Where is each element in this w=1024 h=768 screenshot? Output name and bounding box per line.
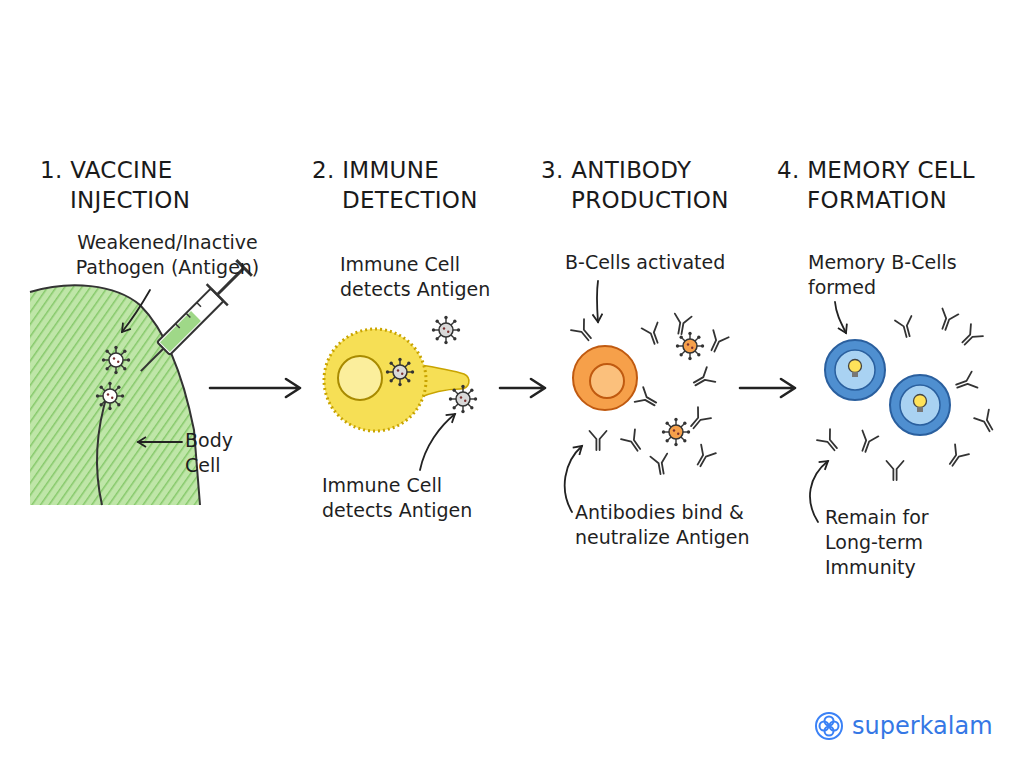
memory-cell-nucleus <box>900 385 940 425</box>
b-cell-nucleus <box>590 364 624 398</box>
antigen-virus <box>449 385 477 413</box>
antibody <box>642 323 664 347</box>
antibody <box>621 429 646 454</box>
stage-heading: 2. IMMUNE DETECTION <box>312 155 502 215</box>
syringe-tick <box>175 324 179 328</box>
immune-cell <box>324 329 469 431</box>
antibody-group <box>817 309 998 480</box>
memory-cell-body <box>825 340 885 400</box>
antibody-group <box>571 314 729 476</box>
annotation-text: B-Cells activated <box>565 250 755 275</box>
light-bulb <box>849 360 862 373</box>
light-bulb-base <box>852 372 858 377</box>
antibody <box>817 429 842 454</box>
leader-arrow <box>835 302 846 333</box>
stage-arrow <box>210 379 300 397</box>
stage-panel: 2. IMMUNE DETECTION Immune Cell detects A… <box>300 150 500 620</box>
annotation-text: Body Cell <box>185 428 247 478</box>
antibody <box>686 407 711 432</box>
annotation-text: Remain for Long-term Immunity <box>825 505 960 580</box>
immune-cell-body <box>324 329 426 431</box>
antibody <box>672 314 692 336</box>
annotation-text: Antibodies bind & neutralize Antigen <box>575 500 753 550</box>
annotation-text: Memory B-Cells formed <box>808 250 993 300</box>
watermark-logo <box>816 713 842 739</box>
antigen-virus <box>102 346 130 374</box>
antibody <box>936 309 958 333</box>
antibody <box>954 372 978 394</box>
watermark-text: superkalam <box>852 711 993 741</box>
antibody <box>887 461 904 480</box>
stage-heading: 1. VACCINE INJECTION <box>40 155 218 215</box>
arm-outline <box>30 285 200 505</box>
annotation-text: Immune Cell detects Antigen <box>322 473 494 523</box>
light-bulb-base <box>917 407 923 412</box>
antibody <box>650 454 670 476</box>
syringe-liquid <box>160 311 201 352</box>
armpit-line <box>97 392 108 505</box>
arm-fill <box>30 285 200 505</box>
stage-panel: 4. MEMORY CELL FORMATIONMemory B-Cells f… <box>795 150 1010 620</box>
antibody <box>571 319 596 344</box>
annotation-text: Immune Cell detects Antigen <box>340 252 505 302</box>
stage-panel: 3. ANTIBODY PRODUCTIONB-Cells activatedA… <box>545 150 740 620</box>
antibody <box>590 431 607 450</box>
logo-petal <box>820 722 829 731</box>
antibody <box>856 431 878 455</box>
antigen-virus <box>386 358 414 386</box>
stage-heading: 3. ANTIBODY PRODUCTION <box>541 155 736 215</box>
stage-heading: 4. MEMORY CELL FORMATION <box>777 155 1017 215</box>
antibody <box>958 324 983 349</box>
antibody <box>705 330 728 354</box>
antibody <box>944 444 969 469</box>
annotation-text: Weakened/Inactive Pathogen (Antigen) <box>60 230 275 280</box>
immune-cell-nucleus <box>338 356 382 400</box>
antibody <box>690 367 715 391</box>
antigen-virus <box>432 316 460 344</box>
stage-panel: 1. VACCINE INJECTIONWeakened/Inactive Pa… <box>25 150 210 620</box>
b-cell-body <box>573 346 637 410</box>
leader-arrows <box>122 281 846 522</box>
syringe-tick <box>186 313 190 317</box>
syringe-barrel <box>157 288 223 354</box>
antibody <box>692 445 716 470</box>
leader-arrow <box>597 281 598 322</box>
memory-cell <box>890 375 950 435</box>
light-bulb <box>914 395 927 408</box>
memory-cell-nucleus <box>835 350 875 390</box>
antigen-virus <box>676 332 704 360</box>
logo-ring <box>816 713 842 739</box>
antibody <box>974 410 998 435</box>
syringe-tick <box>197 303 201 307</box>
memory-cell <box>825 340 885 400</box>
antibody <box>635 387 660 411</box>
b-cell <box>573 346 637 410</box>
arm-illustration <box>30 285 200 505</box>
leader-arrow <box>138 441 182 443</box>
syringe-needle <box>141 349 164 372</box>
leader-arrow <box>420 414 455 470</box>
antigen-virus <box>662 418 690 446</box>
stage-arrow <box>500 379 545 397</box>
antibody <box>895 316 916 339</box>
memory-cell-body <box>890 375 950 435</box>
stage-arrow <box>740 379 795 397</box>
leader-arrow <box>122 290 150 332</box>
antigen-virus <box>96 382 124 410</box>
